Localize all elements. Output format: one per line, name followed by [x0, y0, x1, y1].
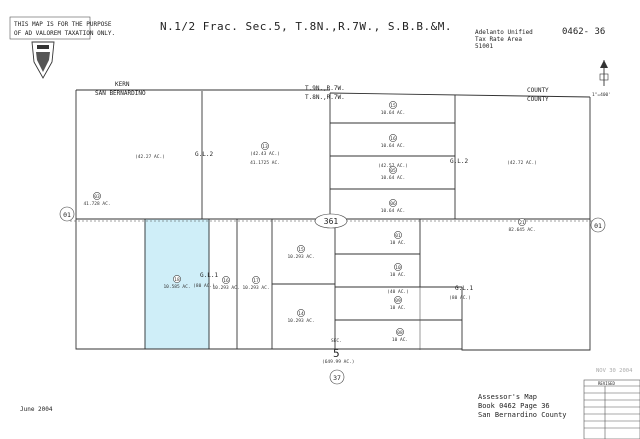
county-label-right-2: COUNTY [527, 96, 549, 103]
county-label-san-bernardino: SAN BERNARDINO [95, 90, 146, 97]
parcel-acreage: (40 AC.) [387, 289, 409, 295]
parcel-acreage: 10.64 AC. [381, 208, 405, 214]
parcel-acreage: 10 AC. [390, 272, 406, 278]
parcel-number[interactable]: 16 [390, 136, 396, 142]
map-number: 0462- 36 [562, 27, 605, 37]
highlighted-parcel[interactable] [144, 218, 210, 350]
parcel-acreage: (80 AC.) [193, 283, 215, 289]
disclaimer-line-2: OF AD VALOREM TAXATION ONLY. [14, 30, 115, 37]
received-stamp: NOV 30 2004 [596, 368, 633, 374]
parcel-number-circle [297, 309, 305, 317]
parcel-number[interactable]: 06 [390, 201, 396, 207]
parcel-acreage: (42.72 AC.) [507, 160, 537, 166]
parcel-acreage: 10.64 AC. [381, 143, 405, 149]
parcel-acreage: 10 AC. [390, 305, 406, 311]
parcel-number[interactable]: 17 [253, 278, 259, 284]
parcel-number-circle [518, 218, 526, 226]
parcel-number-circle [396, 328, 404, 336]
section-label: SEC. [331, 338, 342, 344]
parcel-acreage: 10.293 AC. [212, 285, 239, 291]
parcel-acreage: 10 AC. [392, 337, 408, 343]
parcel-acreage: (80 AC.) [449, 295, 471, 301]
gov-lot-2-left: G.L.2 [195, 151, 213, 158]
map-title: N.1/2 Frac. Sec.5, T.8N.,R.7W., S.B.B.&M… [160, 20, 452, 33]
township-label-south: T.8N.,R.7W. [305, 94, 345, 101]
gov-lot-1-right: G.L.1 [455, 285, 473, 292]
gov-lot-2-right: G.L.2 [450, 158, 468, 165]
parcel-number-circle [173, 275, 181, 283]
tax-rate-area-label: Tax Rate Area [475, 36, 522, 43]
parcel-number-circle [252, 276, 260, 284]
township-label-north: T.9N.,R.7W. [305, 85, 345, 92]
book-ref-left: 01 [63, 211, 71, 219]
parcel-number[interactable]: 14 [298, 311, 304, 317]
book-ref-right: 01 [594, 222, 602, 230]
parcel-acreage: 82.645 AC. [508, 227, 535, 233]
parcel-number[interactable]: 13 [262, 144, 268, 150]
parcel-number-circle [297, 245, 305, 253]
parcel-number[interactable]: 16 [223, 278, 229, 284]
book-ref-left-circle [59, 206, 75, 222]
footer-line-2: Book 0462 Page 36 [478, 402, 550, 410]
parcel-number-circle [394, 296, 402, 304]
parcel-acreage: 10.64 AC. [381, 175, 405, 181]
revised-label: REVISED [598, 381, 615, 386]
parcel-number-circle [389, 199, 397, 207]
parcel-acreage: (42.43 AC.) [250, 151, 280, 157]
parcel-acreage: 10.64 AC. [381, 110, 405, 116]
parcel-number[interactable]: 09 [395, 298, 401, 304]
tax-rate-area-number: 51001 [475, 43, 493, 50]
north-arrow-icon [599, 60, 609, 86]
book-ref-bottom-circle [329, 369, 345, 385]
map-date: June 2004 [20, 406, 53, 413]
parcel-number-circle [394, 231, 402, 239]
school-district: Adelanto Unified [475, 29, 533, 36]
footer-line-1: Assessor's Map [478, 393, 537, 401]
parcel-acreage: 10.293 AC. [287, 254, 314, 260]
parcel-acreage: 41.1725 AC. [250, 160, 280, 166]
parcel-number-circle [222, 276, 230, 284]
county-label-kern: KERN [115, 81, 130, 88]
parcel-acreage: 10 AC. [390, 240, 406, 246]
parcel-acreage: 10.293 AC. [287, 318, 314, 324]
parcel-number[interactable]: 18 [174, 277, 180, 283]
parcel-number[interactable]: 05 [390, 168, 396, 174]
parcel-number-circle [389, 134, 397, 142]
county-label-right-1: COUNTY [527, 87, 549, 94]
section-number: 5 [333, 347, 340, 360]
footer-line-3: San Bernardino County [478, 411, 567, 419]
parcel-acreage: 10.585 AC. [163, 284, 190, 290]
parcel-number-circle [261, 142, 269, 150]
revision-box [583, 379, 640, 439]
parcel-number[interactable]: 08 [397, 330, 403, 336]
parcel-number[interactable]: 01 [395, 233, 401, 239]
parcel-acreage: (42.57 AC.) [378, 163, 408, 169]
parcel-acreage: 10.293 AC. [242, 285, 269, 291]
parcel-number[interactable]: 10 [395, 265, 401, 271]
parcel-number-circle [93, 192, 101, 200]
parcel-number[interactable]: 03 [94, 194, 100, 200]
disclaimer-box [9, 16, 91, 40]
total-acres: (649.99 AC.) [322, 359, 355, 365]
parcel-acreage: (42.27 AC.) [135, 154, 165, 160]
parcel-number[interactable]: 15 [298, 247, 304, 253]
parcel-number[interactable]: 21 [519, 220, 525, 226]
disclaimer-line-1: THIS MAP IS FOR THE PURPOSE [14, 21, 112, 28]
book-ref-bottom: 37 [333, 374, 341, 382]
map-scale: 1"=400' [592, 92, 611, 98]
parcel-number[interactable]: 15 [390, 103, 396, 109]
parcel-acreage: 41.728 AC. [83, 201, 110, 207]
gov-lot-1-left: G.L.1 [200, 272, 218, 279]
parcel-number-circle [389, 166, 397, 174]
road-number: 361 [324, 217, 339, 226]
book-ref-right-circle [590, 217, 606, 233]
county-seal-logo [31, 41, 55, 79]
parcel-number-circle [389, 101, 397, 109]
parcel-number-circle [394, 263, 402, 271]
road-number-oval [314, 213, 348, 229]
